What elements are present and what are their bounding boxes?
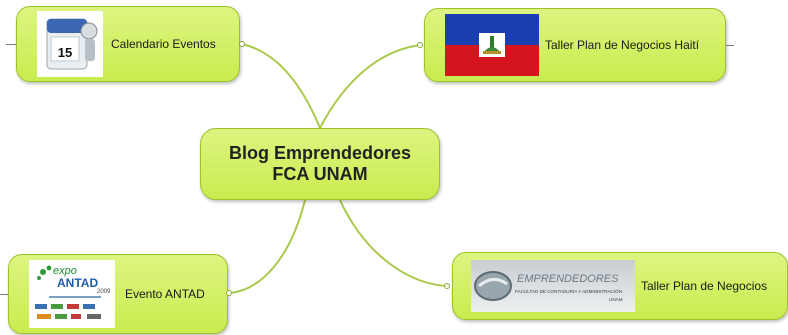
connector-antad — [229, 199, 306, 294]
svg-text:ANTAD: ANTAD — [57, 276, 98, 290]
svg-text:UNAM: UNAM — [609, 297, 623, 302]
branch-stub — [6, 44, 16, 45]
topic-calendario-eventos[interactable]: 15 Calendario Eventos — [16, 6, 240, 82]
topic-taller-haiti[interactable]: Taller Plan de Negocios Haití — [424, 8, 726, 82]
connector-handle[interactable] — [239, 41, 245, 47]
branch-stub — [0, 294, 8, 295]
haiti-flag-image — [445, 14, 539, 76]
emprendedores-banner-image: EMPRENDEDORES FACULTAD DE CONTADURÍA Y A… — [471, 260, 635, 312]
topic-label: Taller Plan de Negocios Haití — [545, 38, 700, 52]
calendar-icon: 15 — [37, 11, 103, 77]
topic-taller-plan-negocios[interactable]: EMPRENDEDORES FACULTAD DE CONTADURÍA Y A… — [452, 252, 788, 320]
svg-text:expo: expo — [53, 265, 77, 277]
central-topic[interactable]: Blog Emprendedores FCA UNAM — [200, 128, 440, 200]
central-title-line1: Blog Emprendedores — [228, 143, 412, 163]
central-title-line2: FCA UNAM — [272, 164, 368, 184]
topic-label: Calendario Eventos — [111, 37, 216, 51]
svg-text:2009: 2009 — [97, 289, 111, 295]
topic-label: Evento ANTAD — [125, 287, 205, 301]
connector-handle[interactable] — [417, 42, 423, 48]
connector-taller — [339, 199, 449, 287]
branch-stub — [726, 45, 734, 46]
calendar-day: 15 — [58, 45, 72, 60]
connector-handle[interactable] — [226, 290, 232, 296]
antad-logo-image: expo ANTAD 2009 — [29, 260, 115, 328]
svg-text:FACULTAD DE CONTADURÍA Y ADMIN: FACULTAD DE CONTADURÍA Y ADMINISTRACIÓN — [515, 288, 622, 294]
connector-handle[interactable] — [444, 283, 450, 289]
topic-label: Taller Plan de Negocios — [641, 279, 768, 293]
connector-calendario — [241, 43, 321, 129]
topic-evento-antad[interactable]: expo ANTAD 2009 Evento ANTAD — [8, 254, 228, 334]
connector-haiti — [319, 44, 422, 129]
svg-text:EMPRENDEDORES: EMPRENDEDORES — [517, 273, 619, 285]
